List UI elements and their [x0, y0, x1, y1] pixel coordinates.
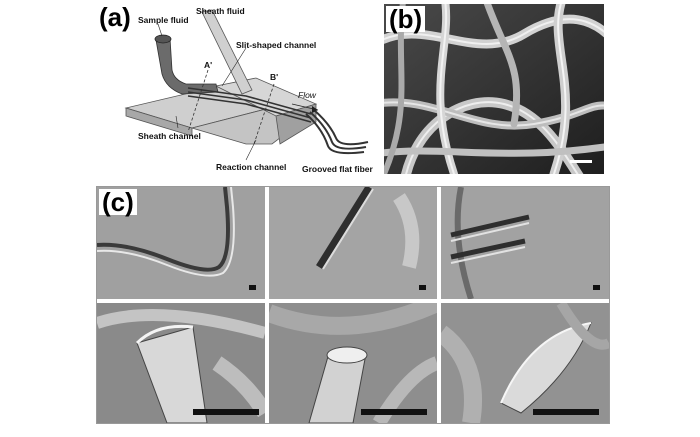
panel-label-a: (a) — [96, 4, 134, 30]
panel-c-image-6 — [441, 303, 609, 423]
grooved-flat-fiber — [305, 109, 369, 155]
scale-bar-c3 — [593, 285, 600, 290]
fiber-sem-6 — [441, 303, 609, 423]
microfluidic-device-schematic — [124, 9, 369, 161]
panel-c-image-5 — [269, 303, 437, 423]
leader-sheath-channel — [175, 115, 179, 129]
leader-slit-channel — [221, 47, 247, 87]
flow-arrow-head — [312, 106, 318, 113]
panel-c-image-3 — [441, 187, 609, 299]
label-sheath-channel: Sheath channel — [138, 131, 201, 141]
scale-bar-b — [570, 160, 592, 163]
fiber-sem-5 — [269, 303, 437, 423]
label-sheath-fluid: Sheath fluid — [196, 6, 245, 16]
leader-reaction-channel — [245, 139, 257, 161]
scale-bar-c2 — [419, 285, 426, 290]
scale-bar-c4 — [193, 409, 259, 415]
fiber-sem-3 — [441, 187, 609, 299]
panel-b-sem-image: (b) — [384, 4, 604, 174]
label-grooved-fiber: Grooved flat fiber — [302, 164, 373, 174]
scale-bar-c1 — [249, 285, 256, 290]
sheath-channel-face — [125, 107, 193, 137]
fiber-sem-4 — [97, 303, 265, 423]
panel-label-c: (c) — [99, 189, 137, 215]
fiber-bundle-sem — [384, 4, 604, 174]
panel-a-schematic: (a) Sample fluid Sheath fluid Slit-shape… — [96, 4, 376, 176]
panel-c-image-2 — [269, 187, 437, 299]
label-slit-channel: Slit-shaped channel — [236, 40, 317, 50]
sample-fluid-tube — [155, 37, 219, 95]
label-reaction-channel: Reaction channel — [216, 162, 287, 172]
section-line-a — [187, 69, 209, 133]
panel-c-image-4 — [97, 303, 265, 423]
panel-label-b: (b) — [386, 6, 426, 32]
leader-sample-fluid — [157, 23, 163, 37]
label-flow: Flow — [298, 90, 316, 100]
scale-bar-c6 — [533, 409, 599, 415]
sheath-fluid-inlet — [201, 9, 253, 95]
section-line-b — [253, 83, 275, 145]
fluid-streams — [187, 87, 312, 123]
fiber-sem-2 — [269, 187, 437, 299]
label-b-prime: B' — [270, 72, 279, 82]
label-a-prime: A' — [204, 60, 213, 70]
scale-bar-c5 — [361, 409, 427, 415]
sample-fluid-tube-opening — [154, 34, 172, 44]
label-sample-fluid: Sample fluid — [138, 15, 189, 25]
panel-c-grid: (c) — [96, 186, 610, 424]
